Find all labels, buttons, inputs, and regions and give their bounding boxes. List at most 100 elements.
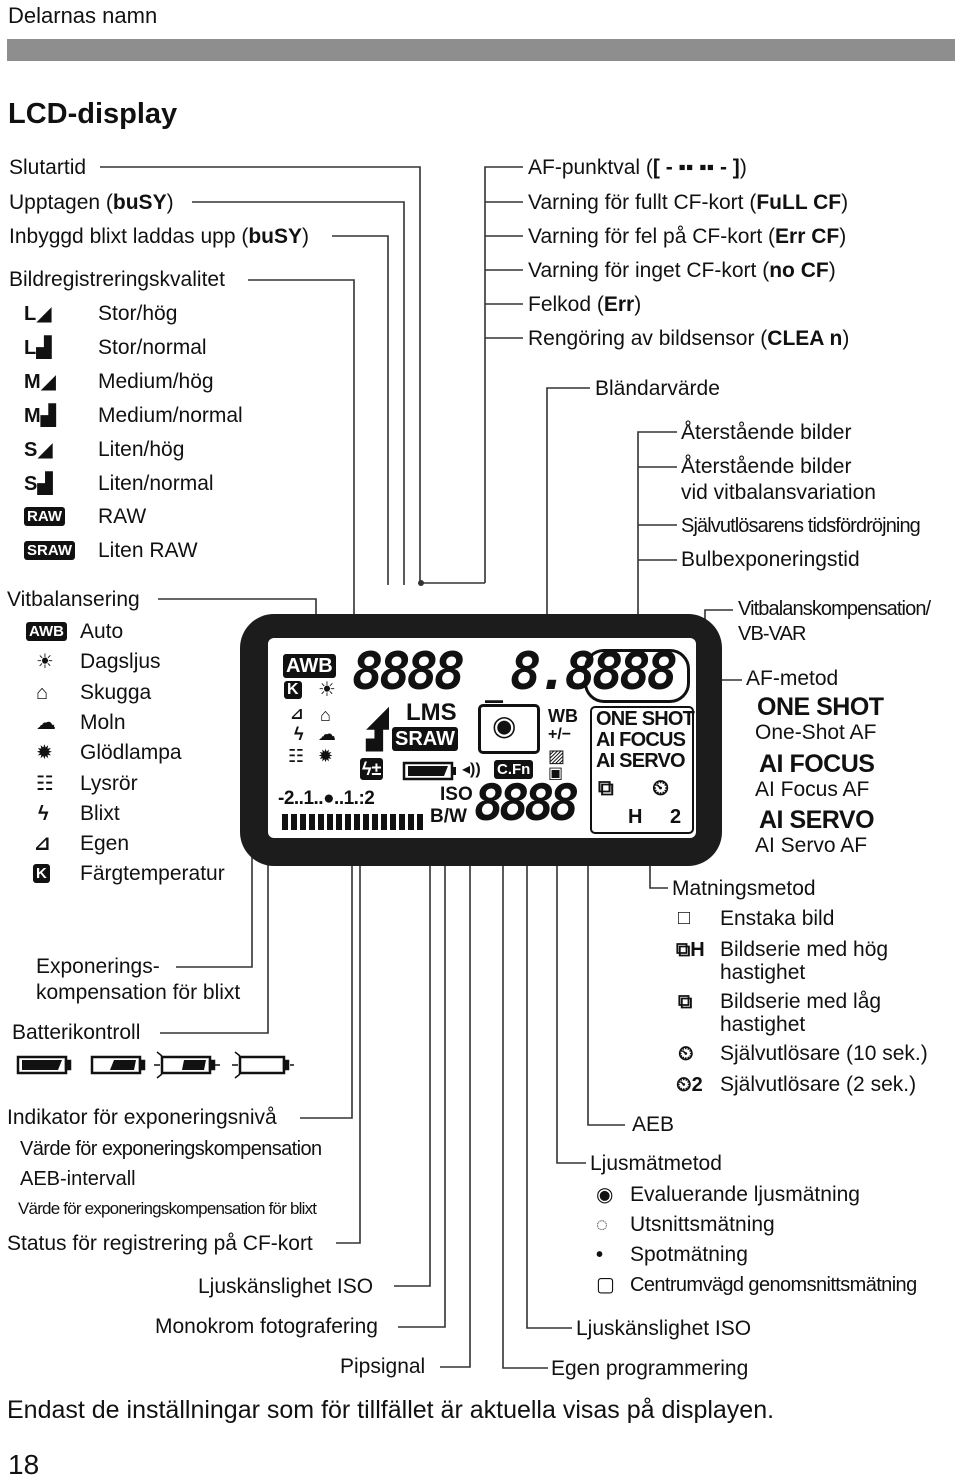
lcd-iso: ISO xyxy=(440,784,473,805)
lcd-self-timer-icon: ⏲ xyxy=(652,775,670,800)
quality-label: RAW xyxy=(98,505,147,528)
drive-label: Bildserie med hög xyxy=(720,938,889,961)
wb-label: Skugga xyxy=(80,681,152,704)
lcd-af-ai-focus: AI FOCUS xyxy=(596,729,686,751)
wb-label: Moln xyxy=(80,711,126,734)
lcd-cf-icon: ▣ xyxy=(548,765,564,782)
continuous-low-icon: ⧉ xyxy=(678,991,693,1013)
spot-icon: • xyxy=(596,1244,604,1266)
label-iso-right: Ljuskänslighet ISO xyxy=(576,1317,752,1340)
lcd-fluorescent-icon: ☷ xyxy=(288,746,305,766)
label-remaining: Återstående bilder xyxy=(681,421,852,444)
label-iso-left: Ljuskänslighet ISO xyxy=(198,1275,374,1298)
wb-label: Glödlampa xyxy=(80,741,182,764)
label-err-cf: Varning för fel på CF-kort (Err CF) xyxy=(528,225,847,248)
label-slutartid: Slutartid xyxy=(9,156,87,179)
lcd-quality-fine-icon: ◢ xyxy=(366,700,390,733)
kelvin-icon: K xyxy=(33,864,50,883)
lcd-two: 2 xyxy=(670,806,682,828)
label-upptagen: Upptagen (buSY) xyxy=(9,191,174,214)
shade-icon: ⌂ xyxy=(36,682,49,704)
lcd-wb-comp: WB xyxy=(548,706,578,726)
quality-label: Liten/normal xyxy=(98,472,214,495)
label-aeb-range: AEB-intervall xyxy=(20,1168,136,1190)
lcd-sraw: SRAW xyxy=(392,727,458,751)
lcd-dash: _ xyxy=(485,669,504,704)
label-metering-title: Ljusmätmetod xyxy=(590,1152,722,1175)
single-shot-icon: □ xyxy=(678,907,691,929)
label-no-cf: Varning för inget CF-kort (no CF) xyxy=(528,259,836,282)
wb-label: Blixt xyxy=(80,802,120,825)
lcd-wb-bracket-icon: ▨ xyxy=(548,746,566,766)
label-quality-title: Bildregistreringskvalitet xyxy=(9,268,225,291)
af-mode-label: AI Servo AF xyxy=(755,834,868,857)
lcd-continuous-icon: ⧉ xyxy=(598,775,614,800)
lcd-h: H xyxy=(628,806,643,828)
wb-label: Lysrör xyxy=(80,772,138,795)
af-mode-label: One-Shot AF xyxy=(755,721,877,744)
quality-s-fine-icon: S◢ xyxy=(24,439,53,461)
lcd-remaining-box xyxy=(584,649,690,703)
label-inbyggd-blixt: Inbyggd blixt laddas upp (buSY) xyxy=(9,225,309,248)
wb-label: Egen xyxy=(80,832,130,855)
label-beep: Pipsignal xyxy=(340,1355,426,1378)
label-wb-title: Vitbalansering xyxy=(7,588,140,611)
lcd-tungsten-icon: ✹ xyxy=(318,746,334,766)
label-drive-title: Matningsmetod xyxy=(672,877,816,900)
lcd-exposure-scale: -2..1..●..1.:2 xyxy=(278,788,375,809)
quality-label: Liten/hög xyxy=(98,438,185,461)
quality-l-normal-icon: L▟ xyxy=(24,337,52,359)
lcd-awb-icon: AWB xyxy=(283,654,336,678)
page-title: LCD-display xyxy=(8,98,178,130)
wb-label: Dagsljus xyxy=(80,650,161,673)
quality-l-fine-icon: L◢ xyxy=(24,303,52,325)
quality-m-fine-icon: M◢ xyxy=(24,371,57,393)
metering-label: Spotmätning xyxy=(630,1243,748,1266)
lcd-custom-icon: ⊿ xyxy=(290,706,304,723)
lcd-wb-pm: +/− xyxy=(548,726,572,743)
lcd-shutter-digits: 8888 xyxy=(352,642,465,702)
label-exp-comp-value: Värde för exponeringskompensation xyxy=(20,1138,322,1160)
quality-s-normal-icon: S▟ xyxy=(24,473,53,495)
lcd-cfn: C.Fn xyxy=(494,760,534,779)
tungsten-icon: ✹ xyxy=(36,742,53,764)
af-mode-ai-focus-code: AI FOCUS xyxy=(759,750,875,778)
label-custom-functions: Egen programmering xyxy=(551,1357,749,1380)
label-remaining-wb-1: Återstående bilder xyxy=(681,455,852,478)
lcd-shade-icon: ⌂ xyxy=(320,705,331,725)
af-mode-label: AI Focus AF xyxy=(755,778,870,801)
label-battery: Batterikontroll xyxy=(12,1021,141,1044)
drive-label: Enstaka bild xyxy=(720,907,835,930)
label-af-method: AF-metod xyxy=(746,667,839,690)
awb-icon: AWB xyxy=(26,622,67,641)
lcd-display-panel xyxy=(268,638,696,838)
lcd-aperture-digits: 8.8 xyxy=(510,642,596,702)
custom-wb-icon: ⊿ xyxy=(34,833,51,855)
raw-icon: RAW xyxy=(24,507,65,526)
wb-label: Auto xyxy=(80,620,124,643)
lcd-battery-icon xyxy=(402,761,456,781)
lcd-bw: B/W xyxy=(430,806,467,827)
self-timer-10-icon: ⏲ xyxy=(678,1043,694,1065)
lcd-remaining-digits: 888 xyxy=(592,642,678,702)
lcd-evaluative-icon: ◉ xyxy=(492,710,517,741)
label-flash-comp-1: Exponerings- xyxy=(36,955,160,978)
metering-label: Evaluerande ljusmätning xyxy=(630,1183,860,1206)
lcd-iso-digits: 8888 xyxy=(474,774,579,832)
lcd-beep-icon: ◂)) xyxy=(462,761,481,778)
footer-note: Endast de inställningar som för tillfäll… xyxy=(7,1396,775,1424)
label-wb-comp-2: VB-VAR xyxy=(738,623,806,645)
quality-label: Medium/hög xyxy=(98,370,214,393)
lcd-exposure-bars xyxy=(282,814,423,830)
label-aeb: AEB xyxy=(632,1113,675,1136)
daylight-icon: ☀ xyxy=(36,651,54,673)
self-timer-2-icon: ⏲2 xyxy=(676,1074,703,1096)
lcd-flash-comp-icon: ϟ± xyxy=(360,758,384,780)
lcd-af-one-shot: ONE SHOT xyxy=(596,708,695,730)
label-flash-comp-2: kompensation för blixt xyxy=(36,981,241,1004)
drive-label-2: hastighet xyxy=(720,961,806,984)
lcd-quality-normal-icon: ▟ xyxy=(366,726,383,751)
quality-label: Liten RAW xyxy=(98,539,198,562)
metering-label: Centrumvägd genomsnittsmätning xyxy=(630,1274,917,1296)
label-cf-status: Status för registrering på CF-kort xyxy=(7,1232,313,1255)
